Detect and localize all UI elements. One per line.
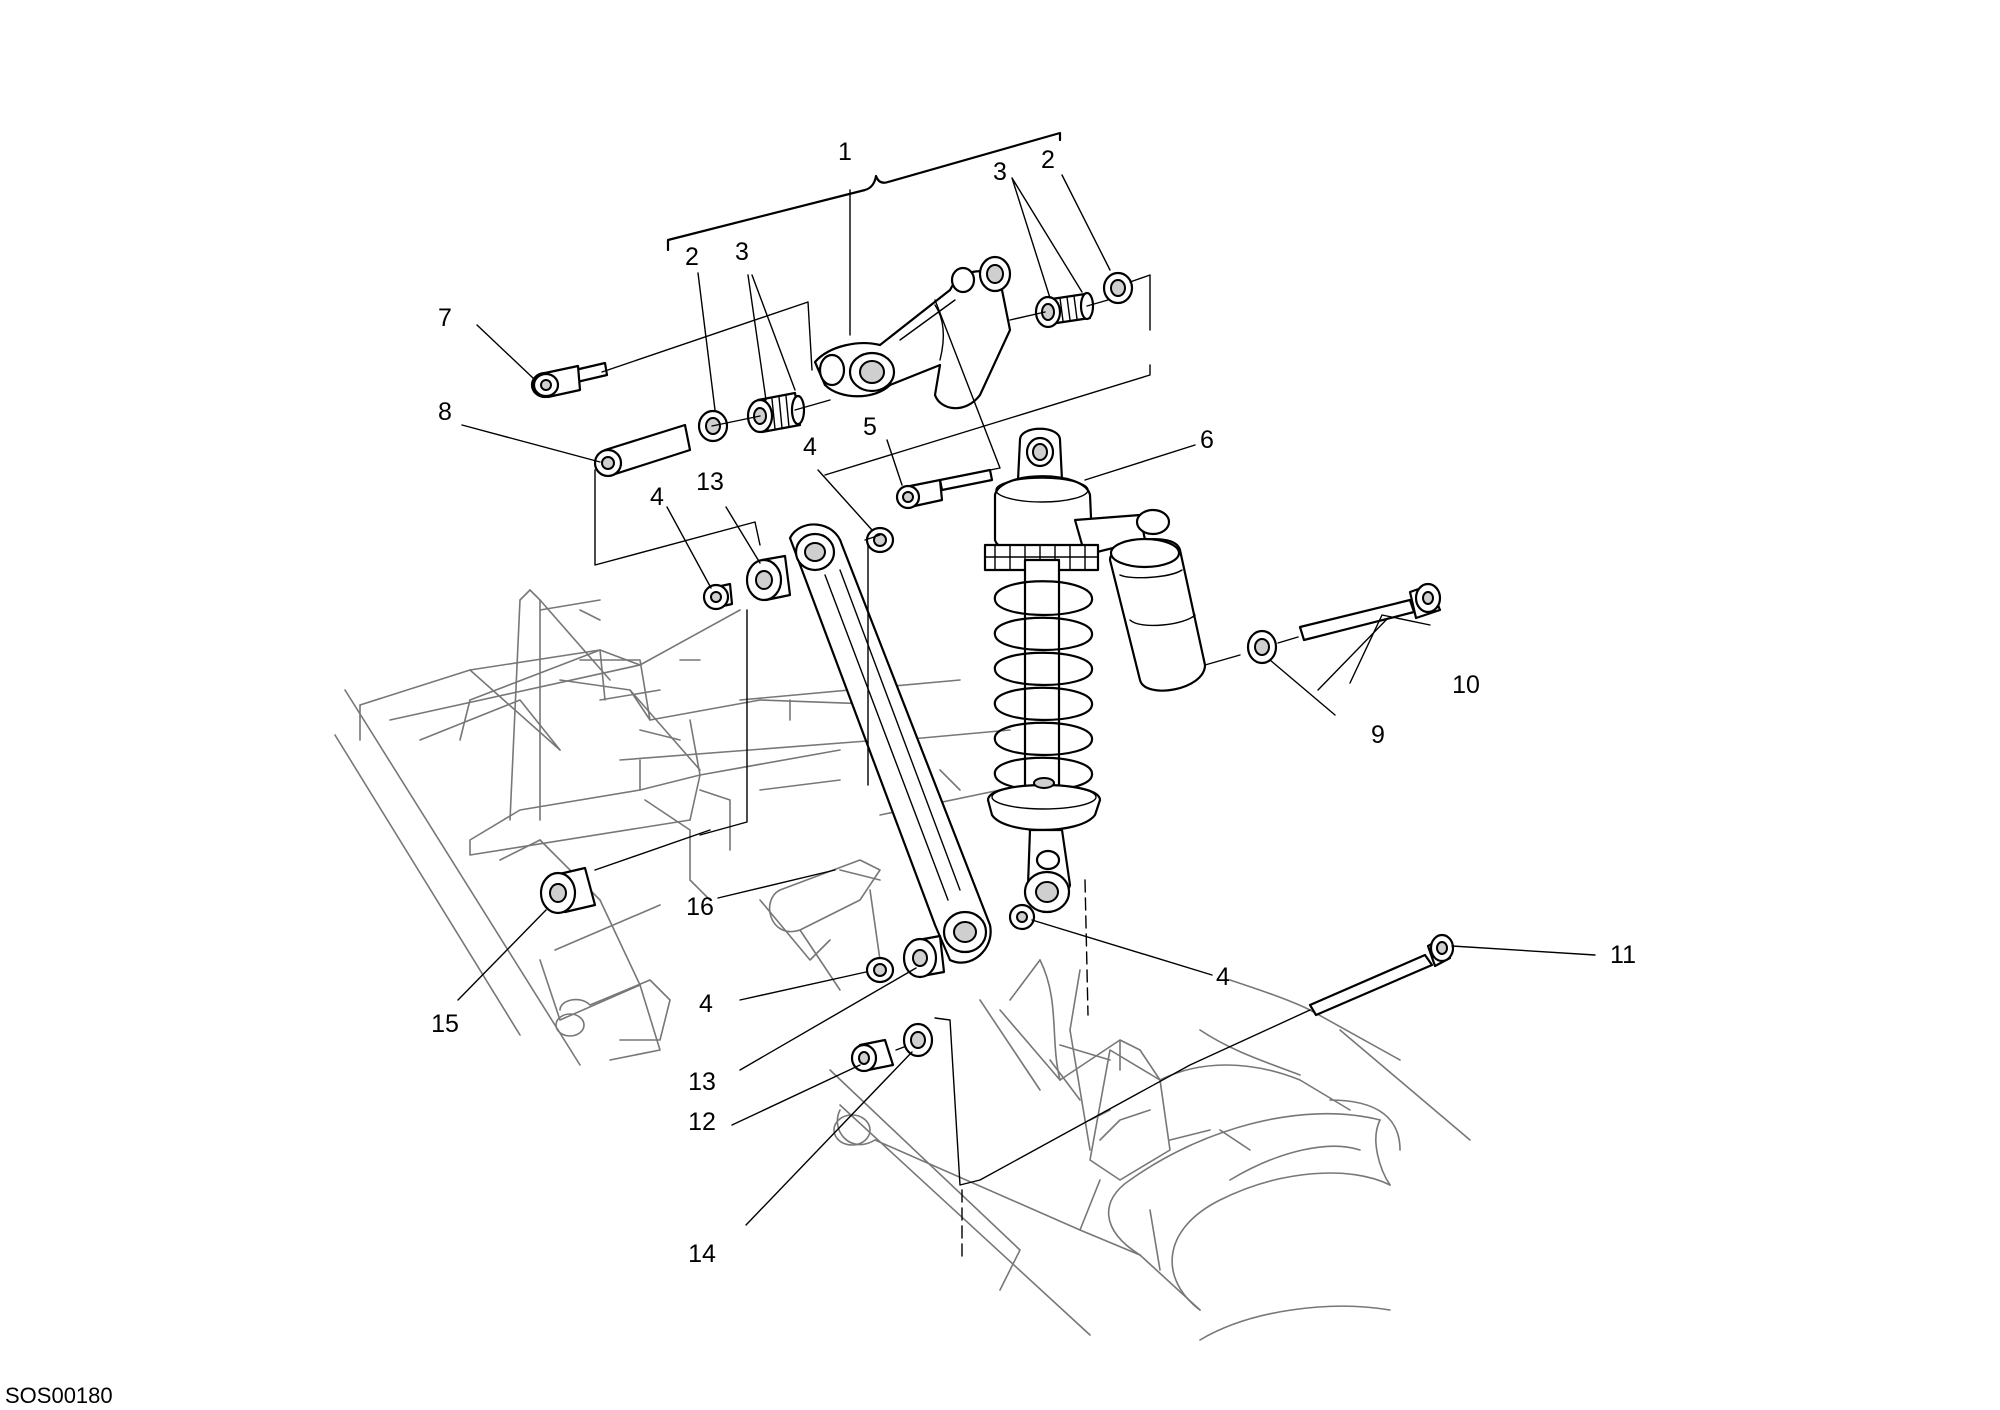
callout-9: 9 bbox=[1371, 721, 1385, 749]
callout-2-right: 2 bbox=[1041, 146, 1055, 174]
callout-6: 6 bbox=[1200, 426, 1214, 454]
callout-15: 15 bbox=[431, 1010, 459, 1038]
callout-11: 11 bbox=[1610, 941, 1636, 969]
callout-4-left: 4 bbox=[650, 483, 664, 511]
callout-2-left: 2 bbox=[685, 243, 699, 271]
callout-13-upper: 13 bbox=[696, 468, 724, 496]
bolt-11 bbox=[1308, 933, 1455, 1017]
callout-4-upper: 4 bbox=[803, 433, 817, 461]
tie-rod-link bbox=[788, 523, 992, 964]
callout-4-right: 4 bbox=[1216, 963, 1230, 991]
callout-7: 7 bbox=[438, 304, 452, 332]
callout-1: 1 bbox=[838, 138, 852, 166]
bush-4-left bbox=[702, 582, 734, 611]
callout-13-lower: 13 bbox=[688, 1068, 716, 1096]
callout-8: 8 bbox=[438, 398, 452, 426]
swingarm-background bbox=[829, 959, 1471, 1341]
bolt-5 bbox=[895, 468, 994, 510]
callout-12: 12 bbox=[688, 1108, 716, 1136]
leader-lines bbox=[457, 174, 1596, 1226]
rocker-arm bbox=[813, 255, 1012, 410]
callout-14: 14 bbox=[688, 1240, 716, 1268]
callout-3-right: 3 bbox=[993, 158, 1007, 186]
bush-12 bbox=[850, 1038, 895, 1073]
callout-labels: 1 2 3 3 2 7 8 5 4 6 13 4 10 9 16 11 4 4 … bbox=[431, 138, 1636, 1268]
bolt-7 bbox=[530, 361, 609, 399]
bearing-3-left bbox=[746, 391, 806, 434]
callout-3-left: 3 bbox=[735, 238, 749, 266]
bush-13-lower bbox=[902, 934, 946, 979]
washer-9 bbox=[1246, 629, 1278, 665]
washer-2-right bbox=[1102, 271, 1134, 305]
bush-15 bbox=[539, 866, 597, 915]
bush-4-upper bbox=[865, 526, 895, 554]
bolt-10 bbox=[1298, 582, 1442, 642]
callout-5: 5 bbox=[863, 413, 877, 441]
callout-4-lower: 4 bbox=[699, 990, 713, 1018]
shock-absorber bbox=[983, 427, 1207, 914]
bush-4-right-lower bbox=[1008, 903, 1036, 931]
drawing-code: SOS00180 bbox=[5, 1383, 113, 1408]
bearing-3-right bbox=[1034, 291, 1095, 329]
bush-13-upper bbox=[745, 554, 792, 602]
callout-10: 10 bbox=[1452, 671, 1480, 699]
washer-14 bbox=[902, 1022, 934, 1058]
assembly-lines bbox=[594, 131, 1311, 1261]
spacer-tube-8 bbox=[593, 423, 692, 478]
callout-16: 16 bbox=[686, 893, 714, 921]
bush-4-lower-left bbox=[865, 956, 895, 984]
